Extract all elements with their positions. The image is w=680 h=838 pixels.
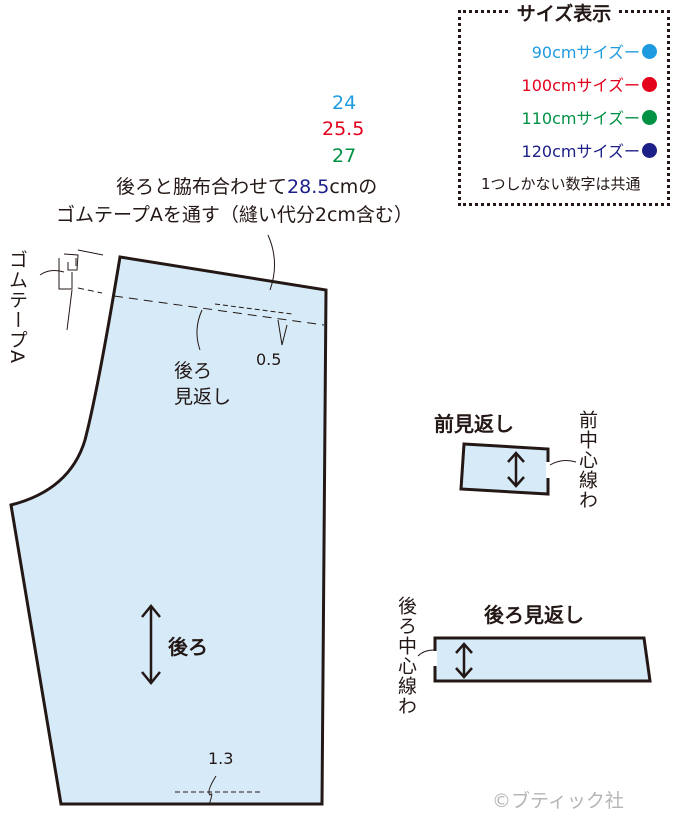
legend-label: 120cmサイズー — [521, 142, 640, 161]
measure-mark-top — [277, 319, 288, 346]
elastic-tape-label: ゴムテープA — [6, 250, 28, 364]
grain-arrow-icon — [141, 604, 161, 685]
back-grain-arrow-icon — [455, 642, 473, 679]
back-fold-leader — [417, 649, 435, 657]
waist-note-prefix: 後ろと脇布合わせて — [116, 176, 288, 198]
red-dot-icon — [642, 76, 657, 92]
navy-dot-icon — [642, 142, 657, 158]
size-value-110: 27 — [332, 145, 357, 167]
front-facing-title: 前見返し — [434, 412, 514, 436]
size-value-100: 25.5 — [322, 118, 365, 140]
facing-stitch-line — [214, 303, 293, 315]
waist-note-suffix: cmの — [329, 176, 378, 198]
legend-row-90: 90cmサイズー — [532, 39, 657, 63]
back-grain-label: 後ろ — [168, 635, 208, 659]
back-fold-label: 後ろ中心線わ — [395, 596, 417, 716]
back-facing-label-1: 後ろ — [174, 360, 213, 382]
back-facing-piece — [433, 636, 652, 683]
waist-leader — [267, 234, 275, 291]
front-fold-label: 前中心線わ — [576, 410, 598, 510]
front-fold-leader — [549, 460, 577, 466]
back-pants-piece — [9, 255, 328, 806]
measure-top: 0.5 — [256, 350, 282, 369]
legend-row-110: 110cmサイズー — [522, 105, 657, 129]
size-value-90: 24 — [332, 92, 357, 114]
size-value-120: 28.5 — [287, 176, 330, 198]
measure-bottom: 1.3 — [208, 749, 234, 768]
facing-leader — [196, 309, 203, 351]
elastic-tape-detail — [39, 249, 104, 331]
size-legend: サイズ表示 90cmサイズー 100cmサイズー 110cmサイズー 120cm… — [458, 3, 670, 206]
front-facing-piece — [459, 442, 550, 496]
green-dot-icon — [642, 109, 657, 125]
facing-line — [113, 295, 325, 326]
legend-title: サイズ表示 — [510, 3, 618, 25]
legend-label: 100cmサイズー — [521, 76, 640, 95]
copyright: ©ブティック社 — [492, 790, 624, 812]
legend-label: 90cmサイズー — [531, 43, 640, 62]
waist-note-line1: 後ろと脇布合わせて28.5cmの — [116, 172, 377, 199]
legend-row-100: 100cmサイズー — [522, 72, 657, 96]
blue-dot-icon — [642, 43, 657, 59]
back-facing-title: 後ろ見返し — [484, 603, 584, 627]
legend-note: 1つしかない数字は共通 — [481, 175, 641, 193]
waist-note-line2: ゴムテープAを通す（縫い代分2cm含む） — [56, 204, 413, 226]
legend-label: 110cmサイズー — [521, 109, 640, 128]
front-grain-arrow-icon — [507, 451, 525, 488]
legend-row-120: 120cmサイズー — [522, 138, 657, 162]
back-facing-label-2: 見返し — [174, 386, 232, 408]
measure-mark-bottom — [208, 775, 217, 806]
